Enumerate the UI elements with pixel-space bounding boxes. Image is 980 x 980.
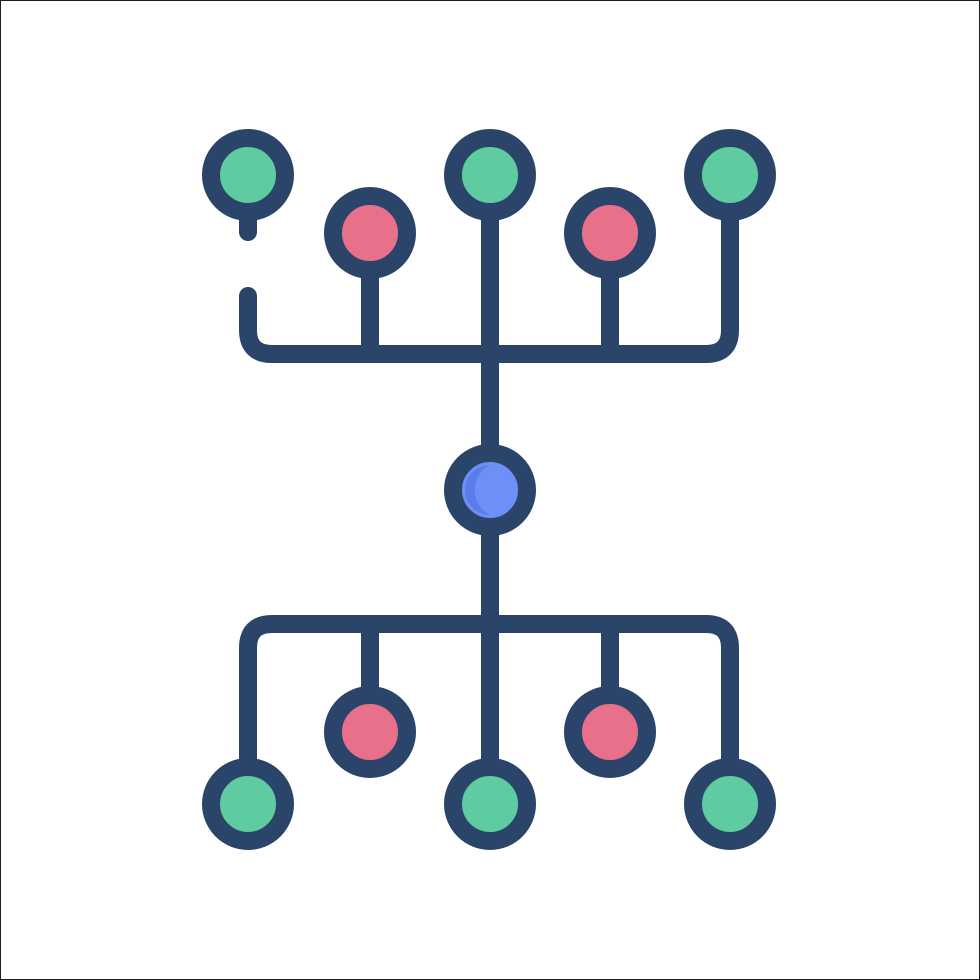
bottom-left-red-node	[324, 686, 416, 778]
connector-lines	[239, 203, 739, 769]
top-right-green-node	[684, 129, 776, 221]
center-blue-node	[444, 444, 536, 536]
bottom-right-green-node	[684, 758, 776, 850]
top-right-red-node	[564, 187, 656, 279]
bottom-center-green-node	[444, 758, 536, 850]
top-left-green-node	[202, 129, 294, 221]
center-node-shade	[465, 465, 490, 515]
top-left-red-node	[324, 187, 416, 279]
top-center-green-node	[444, 129, 536, 221]
bottom-right-red-node	[564, 686, 656, 778]
bottom-left-green-node	[202, 758, 294, 850]
bottom-bus-line	[239, 615, 739, 769]
nodes	[202, 129, 776, 850]
